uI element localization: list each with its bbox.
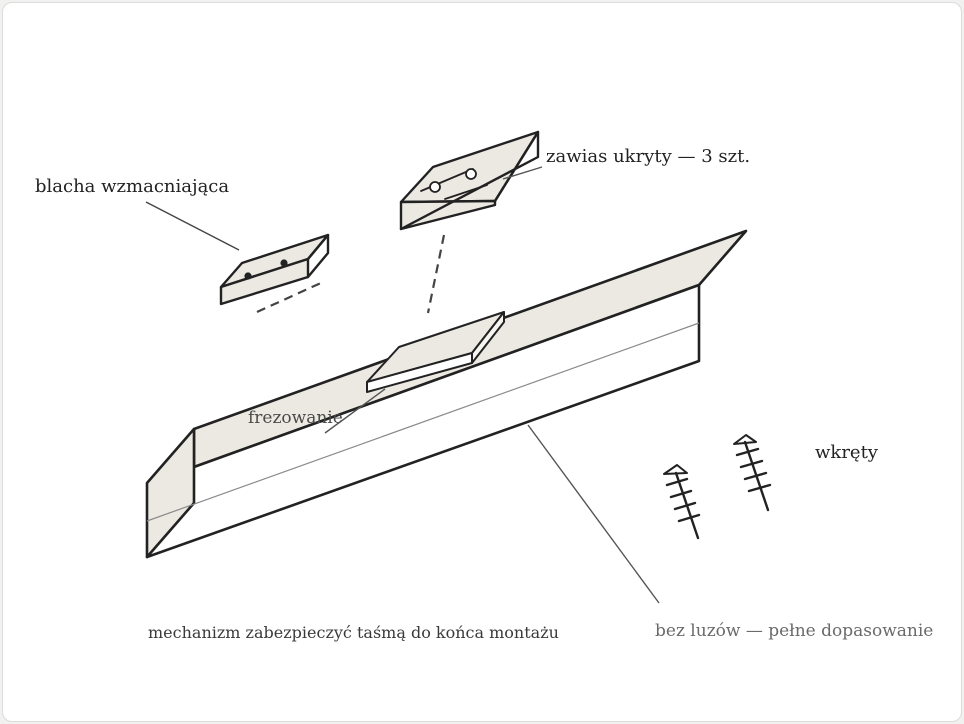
plate-leader (145, 201, 240, 251)
hinge-slot-line-2 (444, 184, 488, 200)
hinge-front-face (399, 199, 497, 231)
tape-note-label: mechanizm zabezpieczyć taśmą do końca mo… (148, 623, 559, 642)
plate-dashed-guide (256, 280, 324, 314)
profile-end-face (145, 427, 196, 559)
reinforcing-plate (219, 233, 330, 306)
hinge-dashed-guide (426, 234, 446, 314)
milling-label: frezowanie (248, 408, 343, 428)
hinge-hole-right (465, 168, 477, 180)
milling-pocket-side (471, 311, 505, 364)
profile-inner-line (146, 322, 700, 522)
hidden-hinge-label: zawias ukryty — 3 szt. (546, 146, 751, 167)
fit-note-label: bez luzów — pełne dopasowanie (655, 621, 934, 641)
hidden-hinge (399, 130, 540, 231)
milling-pocket (366, 311, 505, 393)
assembly-drawing (145, 130, 772, 604)
reinforcing-plate-label: blacha wzmacniająca (35, 176, 230, 197)
plate-hole-right (280, 259, 288, 267)
plate-hole-left (244, 272, 252, 280)
hinge-leader (502, 166, 543, 180)
hinge-hole-left (429, 181, 441, 193)
fit-leader (527, 424, 660, 604)
screws-label: wkręty (815, 442, 878, 463)
screw-icon (663, 464, 701, 540)
milling-leader (324, 388, 386, 434)
screw-icon (733, 434, 772, 512)
